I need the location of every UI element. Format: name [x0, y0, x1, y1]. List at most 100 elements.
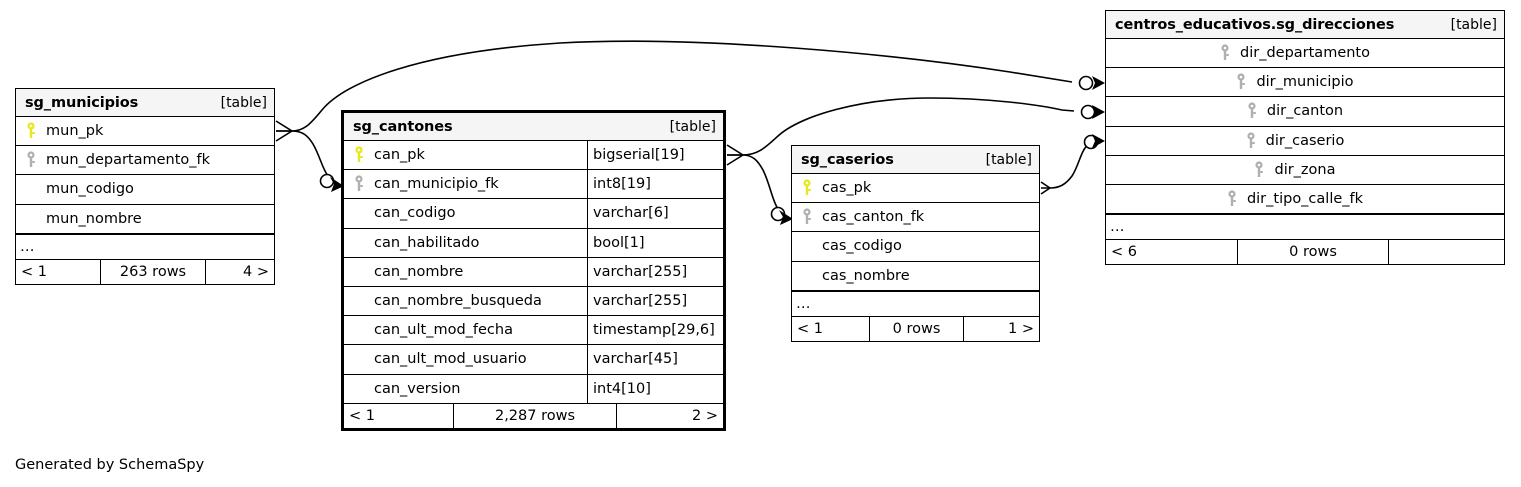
key-icon-foreign — [1243, 102, 1263, 120]
column-name-cell: dir_municipio — [1106, 68, 1504, 96]
column-name: cas_pk — [822, 180, 872, 197]
column-row[interactable]: dir_municipio — [1106, 68, 1504, 98]
column-type: int8[19] — [587, 170, 723, 199]
column-row[interactable]: dir_zona — [1106, 156, 1504, 185]
footer-cell-right[interactable]: 4 > — [243, 263, 269, 280]
column-name: mun_nombre — [46, 210, 142, 227]
key-icon-foreign — [350, 175, 370, 193]
column-name-cell: mun_pk — [16, 117, 274, 145]
column-name: dir_tipo_calle_fk — [1246, 191, 1364, 208]
key-icon-foreign — [1232, 73, 1252, 91]
key-icon-foreign — [1250, 161, 1270, 179]
edge-cantones-to-caserios — [727, 154, 783, 215]
crowsfoot-marker-source — [1040, 181, 1051, 195]
footer-cell-left[interactable]: < 6 — [1106, 240, 1238, 265]
edge-caserios-to-direcciones — [1041, 142, 1090, 189]
column-name-cell: dir_canton — [1106, 97, 1504, 125]
key-icon-foreign — [1242, 132, 1262, 150]
crowsfoot-marker — [1092, 105, 1105, 119]
table-title: centros_educativos.sg_direcciones — [1115, 16, 1395, 33]
footer-cell-right[interactable] — [1389, 240, 1504, 264]
footer-cell-right[interactable]: 1 > — [1008, 320, 1034, 337]
column-row[interactable]: mun_pk — [16, 117, 274, 147]
more-columns-ellipsis[interactable]: … — [792, 290, 1039, 317]
column-type: timestamp[29,6] — [587, 316, 723, 345]
column-name-cell: can_nombre_busqueda — [344, 287, 587, 315]
key-icon-foreign — [1216, 44, 1236, 62]
edge-optional-marker — [1078, 75, 1094, 91]
table-sg_direcciones[interactable]: centros_educativos.sg_direcciones [table]… — [1105, 10, 1505, 266]
column-row[interactable]: dir_tipo_calle_fk — [1106, 185, 1504, 215]
column-name-cell: cas_nombre — [792, 262, 1039, 290]
column-row[interactable]: mun_codigo — [16, 175, 274, 205]
column-name-cell: can_version — [344, 375, 587, 403]
edge-municipios-to-cantones — [276, 130, 333, 182]
key-icon-primary — [798, 179, 818, 197]
footer-cell-left[interactable]: < 1 — [16, 259, 101, 284]
column-name: cas_nombre — [822, 267, 910, 284]
column-name: can_pk — [374, 147, 425, 164]
edge-optional-marker — [1080, 104, 1096, 120]
table-type-tag: [table] — [1450, 16, 1497, 33]
column-name: can_nombre — [374, 263, 464, 280]
column-row[interactable]: cas_codigo — [792, 232, 1039, 262]
footer-cell-left[interactable]: < 1 — [344, 403, 454, 428]
column-name-cell: cas_pk — [792, 174, 1039, 202]
key-icon-primary — [22, 122, 42, 140]
table-type-tag: [table] — [220, 94, 267, 111]
column-name: can_ult_mod_fecha — [374, 322, 513, 339]
column-row[interactable]: mun_departamento_fk — [16, 146, 274, 176]
column-row[interactable]: can_ult_mod_fecha timestamp[29,6] — [344, 316, 723, 346]
edge-optional-marker — [1083, 134, 1099, 150]
column-row[interactable]: cas_pk — [792, 174, 1039, 204]
column-name-cell: cas_codigo — [792, 232, 1039, 260]
footer-cell-left[interactable]: < 1 — [792, 316, 870, 341]
column-name: dir_municipio — [1256, 74, 1354, 91]
column-row[interactable]: cas_nombre — [792, 262, 1039, 291]
column-name-cell: dir_tipo_calle_fk — [1106, 185, 1504, 213]
generated-by-credit: Generated by SchemaSpy — [15, 457, 205, 473]
column-row[interactable]: cas_canton_fk — [792, 203, 1039, 233]
column-name-cell: can_habilitado — [344, 229, 587, 257]
column-type: bigserial[19] — [587, 141, 723, 170]
column-row[interactable]: can_pk bigserial[19] — [344, 141, 723, 171]
table-type-tag: [table] — [669, 118, 716, 135]
footer-cell-center[interactable]: 0 rows — [870, 316, 964, 341]
column-name: mun_pk — [46, 123, 104, 140]
footer-cell-center[interactable]: 2,287 rows — [454, 403, 617, 428]
table-sg_municipios[interactable]: sg_municipios [table] mun_pk mun_departamen… — [15, 88, 275, 285]
crowsfoot-marker-source — [726, 144, 744, 166]
column-row[interactable]: dir_departamento — [1106, 39, 1504, 69]
column-row[interactable]: dir_canton — [1106, 97, 1504, 127]
column-name-cell: dir_departamento — [1106, 39, 1504, 67]
footer-cell-center[interactable]: 0 rows — [1238, 240, 1389, 265]
column-name-cell: can_municipio_fk — [344, 170, 587, 198]
column-name-cell: dir_caserio — [1106, 127, 1504, 155]
column-name-cell: mun_departamento_fk — [16, 146, 274, 174]
table-header-sg_caserios: sg_caserios[table] — [792, 146, 1039, 174]
crowsfoot-marker — [1092, 76, 1105, 90]
key-icon-foreign — [1223, 190, 1243, 208]
footer-cell-center[interactable]: 263 rows — [101, 259, 206, 284]
table-title: sg_municipios — [25, 94, 139, 111]
edge-optional-marker — [319, 173, 335, 189]
column-name-cell: can_ult_mod_fecha — [344, 316, 587, 344]
more-columns-ellipsis[interactable]: … — [16, 233, 274, 260]
footer-cell-right[interactable]: 2 > — [692, 407, 718, 424]
more-columns-ellipsis[interactable]: … — [1106, 214, 1504, 241]
table-header-sg_cantones: sg_cantones[table] — [344, 113, 723, 141]
column-row[interactable]: dir_caserio — [1106, 127, 1504, 156]
key-icon-foreign — [798, 208, 818, 226]
column-row[interactable]: mun_nombre — [16, 205, 274, 234]
